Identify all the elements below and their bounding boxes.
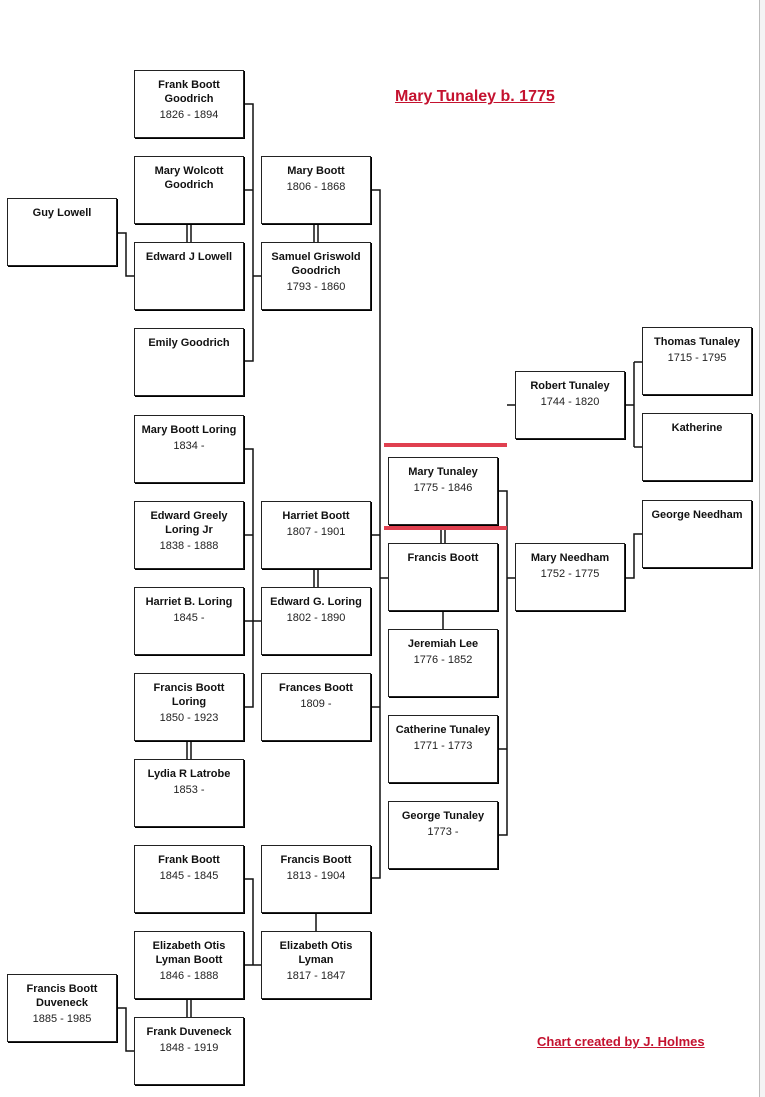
person-box[interactable]: Emily Goodrich (134, 328, 244, 396)
person-name: Emily Goodrich (148, 337, 230, 349)
person-dates: 1813 - 1904 (286, 870, 346, 882)
person-dates: 1846 - 1888 (159, 970, 219, 982)
person-name: Katherine (671, 422, 723, 434)
person-name: George Tunaley (401, 810, 485, 822)
person-dates: 1885 - 1985 (32, 1013, 92, 1025)
person-box[interactable]: Lydia R Latrobe 1853 - (134, 759, 244, 827)
person-box[interactable]: Guy Lowell (7, 198, 117, 266)
person-name: Thomas Tunaley (654, 336, 740, 348)
person-box[interactable]: Francis Boott 1813 - 1904 (261, 845, 371, 913)
person-name: Frances Boott (279, 682, 353, 694)
person-name: Francis Boott (280, 854, 352, 866)
person-name: Mary Needham (530, 552, 610, 564)
person-dates: 1826 - 1894 (159, 109, 219, 121)
person-name: Edward Greely Loring Jr (150, 510, 228, 536)
person-box[interactable]: George Needham (642, 500, 752, 568)
person-box[interactable]: Francis Boott (388, 543, 498, 611)
person-dates: 1771 - 1773 (413, 740, 473, 752)
person-name: Francis Boott Duveneck (26, 983, 98, 1009)
person-box[interactable]: Frances Boott 1809 - (261, 673, 371, 741)
chart-title: Mary Tunaley b. 1775 (395, 88, 555, 105)
person-box[interactable]: Mary Wolcott Goodrich (134, 156, 244, 224)
person-dates: 1793 - 1860 (286, 281, 346, 293)
person-dates: 1809 - (300, 698, 332, 710)
person-name: Elizabeth Otis Lyman (279, 940, 353, 966)
person-box[interactable]: Mary Boott 1806 - 1868 (261, 156, 371, 224)
person-name: Guy Lowell (32, 207, 92, 219)
person-box[interactable]: Catherine Tunaley 1771 - 1773 (388, 715, 498, 783)
person-name: Mary Wolcott Goodrich (154, 165, 224, 191)
person-box[interactable]: Frank Boott 1845 - 1845 (134, 845, 244, 913)
person-name: Lydia R Latrobe (147, 768, 231, 780)
person-dates: 1802 - 1890 (286, 612, 346, 624)
person-dates: 1715 - 1795 (667, 352, 727, 364)
person-name: Catherine Tunaley (395, 724, 491, 736)
person-box[interactable]: George Tunaley 1773 - (388, 801, 498, 869)
person-name: Edward G. Loring (270, 596, 362, 608)
person-name: Harriet B. Loring (145, 596, 233, 608)
person-dates: 1773 - (427, 826, 459, 838)
person-name: Frank Duveneck (146, 1026, 232, 1038)
person-box[interactable]: Edward G. Loring 1802 - 1890 (261, 587, 371, 655)
person-name: Mary Tunaley (408, 466, 478, 478)
person-name: Frank Boott (158, 854, 220, 866)
person-box[interactable]: Edward Greely Loring Jr 1838 - 1888 (134, 501, 244, 569)
person-box[interactable]: Elizabeth Otis Lyman 1817 - 1847 (261, 931, 371, 999)
person-dates: 1752 - 1775 (540, 568, 600, 580)
person-name: Francis Boott (407, 552, 479, 564)
person-name: George Needham (651, 509, 743, 521)
person-box[interactable]: Katherine (642, 413, 752, 481)
person-box[interactable]: Mary Boott Loring 1834 - (134, 415, 244, 483)
person-dates: 1807 - 1901 (286, 526, 346, 538)
person-name: Robert Tunaley (530, 380, 610, 392)
person-name: Francis Boott Loring (153, 682, 225, 708)
person-box[interactable]: Frank Boott Goodrich 1826 - 1894 (134, 70, 244, 138)
person-box[interactable]: Francis Boott Duveneck 1885 - 1985 (7, 974, 117, 1042)
person-dates: 1845 - (173, 612, 205, 624)
person-name: Mary Boott (287, 165, 345, 177)
person-name: Edward J Lowell (145, 251, 233, 263)
person-name: Samuel Griswold Goodrich (271, 251, 361, 277)
highlight-lines (384, 443, 507, 530)
person-dates: 1850 - 1923 (159, 712, 219, 724)
person-dates: 1848 - 1919 (159, 1042, 219, 1054)
chart-credit-link[interactable]: Chart created by J. Holmes (537, 1034, 705, 1049)
person-name: Mary Boott Loring (141, 424, 237, 436)
person-box[interactable]: Thomas Tunaley 1715 - 1795 (642, 327, 752, 395)
person-dates: 1834 - (173, 440, 205, 452)
person-box[interactable]: Elizabeth Otis Lyman Boott 1846 - 1888 (134, 931, 244, 999)
person-box[interactable]: Frank Duveneck 1848 - 1919 (134, 1017, 244, 1085)
person-box[interactable]: Mary Needham 1752 - 1775 (515, 543, 625, 611)
person-name: Harriet Boott (282, 510, 350, 522)
person-dates: 1845 - 1845 (159, 870, 219, 882)
person-dates: 1838 - 1888 (159, 540, 219, 552)
scrollbar[interactable] (759, 0, 765, 1097)
person-box[interactable]: Francis Boott Loring 1850 - 1923 (134, 673, 244, 741)
person-box[interactable]: Harriet Boott 1807 - 1901 (261, 501, 371, 569)
person-dates: 1775 - 1846 (413, 482, 473, 494)
person-box[interactable]: Mary Tunaley 1775 - 1846 (388, 457, 498, 525)
person-dates: 1806 - 1868 (286, 181, 346, 193)
person-box[interactable]: Samuel Griswold Goodrich 1793 - 1860 (261, 242, 371, 310)
person-name: Frank Boott Goodrich (158, 79, 220, 105)
person-dates: 1744 - 1820 (540, 396, 600, 408)
person-dates: 1817 - 1847 (286, 970, 346, 982)
person-name: Elizabeth Otis Lyman Boott (152, 940, 226, 966)
person-name: Jeremiah Lee (407, 638, 479, 650)
person-box[interactable]: Robert Tunaley 1744 - 1820 (515, 371, 625, 439)
person-dates: 1853 - (173, 784, 205, 796)
person-box[interactable]: Harriet B. Loring 1845 - (134, 587, 244, 655)
person-dates: 1776 - 1852 (413, 654, 473, 666)
person-box[interactable]: Jeremiah Lee 1776 - 1852 (388, 629, 498, 697)
person-box[interactable]: Edward J Lowell (134, 242, 244, 310)
